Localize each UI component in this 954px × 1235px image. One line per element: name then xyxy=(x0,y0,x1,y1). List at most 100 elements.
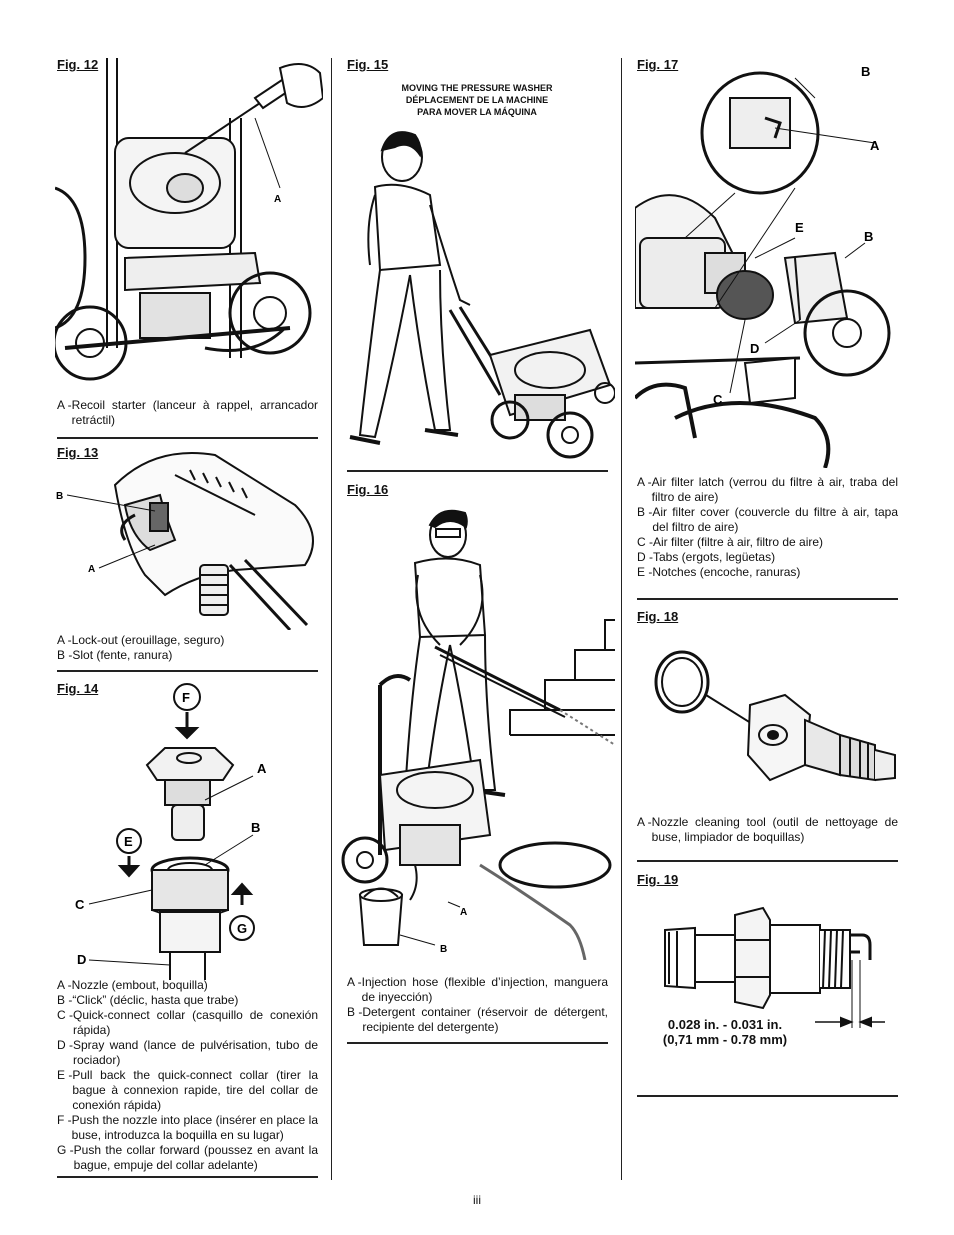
fig14-callout-a: A xyxy=(257,761,267,776)
legend-key: G - xyxy=(57,1143,74,1157)
legend-text: Tabs (ergots, legüetas) xyxy=(653,550,776,564)
legend-key: A - xyxy=(57,633,72,647)
legend-key: A - xyxy=(57,398,72,412)
fig16-title: Fig. 16 xyxy=(347,482,389,497)
fig13-callout-a: A xyxy=(88,564,95,575)
fig19-bottom-rule xyxy=(637,1095,898,1097)
fig19-measurement: 0.028 in. - 0.031 in. (0,71 mm - 0.78 mm… xyxy=(640,1017,810,1047)
fig14-legend-item-f: F - Push the nozzle into place (insérer … xyxy=(57,1113,318,1143)
fig12-bottom-rule xyxy=(57,437,318,439)
legend-key: A - xyxy=(57,978,72,992)
fig14-legend-item-e: E - Pull back the quick-connect collar (… xyxy=(57,1068,318,1113)
fig17-legend-item-b: B - Air filter cover (couvercle du filtr… xyxy=(637,505,898,535)
fig17-callout-b-top: B xyxy=(861,64,870,79)
fig17-bottom-rule xyxy=(637,598,898,600)
fig14-legend: A - Nozzle (embout, boquilla) B - “Click… xyxy=(57,978,318,1173)
fig14-legend-item-b: B - “Click” (déclic, hasta que trabe) xyxy=(57,993,318,1008)
fig18-legend: A - Nozzle cleaning tool (outil de netto… xyxy=(637,815,898,845)
fig13-callout-b: B xyxy=(56,491,63,502)
fig12-legend-item-a: A - Recoil starter (lanceur à rappel, ar… xyxy=(57,398,318,428)
fig15-caption-line-es: PARA MOVER LA MÁQUINA xyxy=(417,107,537,117)
legend-text: Spray wand (lance de pulvérisation, tubo… xyxy=(73,1038,318,1067)
fig17-callout-c: C xyxy=(713,392,723,407)
legend-key: A - xyxy=(347,975,362,989)
legend-key: B - xyxy=(57,993,73,1007)
fig14-nozzle-connect-illustration: F A B E C G D xyxy=(75,683,267,980)
fig17-callout-a: A xyxy=(870,138,880,153)
fig13-bottom-rule xyxy=(57,670,318,672)
fig17-callout-b-right: B xyxy=(864,229,873,244)
legend-text: Pull back the quick-connect collar (tire… xyxy=(72,1068,318,1112)
fig18-nozzle-cleaning-illustration xyxy=(654,650,896,782)
fig17-legend-item-d: D - Tabs (ergots, legüetas) xyxy=(637,550,898,565)
fig13-legend-item-a: A - Lock-out (erouillage, seguro) xyxy=(57,633,318,648)
legend-key: C - xyxy=(637,535,653,549)
legend-text: Air filter cover (couvercle du filtre à … xyxy=(652,505,898,534)
fig14-legend-item-d: D - Spray wand (lance de pulvérisation, … xyxy=(57,1038,318,1068)
legend-text: Quick-connect collar (casquillo de conex… xyxy=(73,1008,318,1037)
fig13-legend-item-b: B - Slot (fente, ranura) xyxy=(57,648,318,663)
fig14-title: Fig. 14 xyxy=(57,681,99,696)
fig16-legend: A - Injection hose (flexible d’injection… xyxy=(347,975,608,1035)
legend-text: Air filter latch (verrou du filtre à air… xyxy=(651,475,898,504)
fig15-caption-line-fr: DÉPLACEMENT DE LA MACHINE xyxy=(405,95,549,105)
legend-key: A - xyxy=(637,475,652,489)
fig14-legend-item-c: C - Quick-connect collar (casquillo de c… xyxy=(57,1008,318,1038)
fig15-title: Fig. 15 xyxy=(347,57,389,72)
legend-text: Detergent container (réservoir de déterg… xyxy=(362,1005,608,1034)
legend-key: D - xyxy=(57,1038,73,1052)
legend-text: Notches (encoche, ranuras) xyxy=(652,565,801,579)
fig13-lockout-illustration: B A xyxy=(56,452,314,630)
fig14-callout-d: D xyxy=(77,952,86,967)
fig17-callout-d: D xyxy=(750,341,759,356)
fig15-moving-washer-illustration xyxy=(349,131,615,459)
legend-key: A - xyxy=(637,815,652,829)
fig15-caption-line-en: MOVING THE PRESSURE WASHER xyxy=(401,83,553,93)
legend-text: Push the collar forward (poussez en avan… xyxy=(73,1143,318,1172)
fig15-caption: MOVING THE PRESSURE WASHER DÉPLACEMENT D… xyxy=(347,82,607,118)
legend-key: D - xyxy=(637,550,653,564)
fig17-legend-item-e: E - Notches (encoche, ranuras) xyxy=(637,565,898,580)
legend-text: Nozzle cleaning tool (outil de nettoyage… xyxy=(651,815,898,844)
fig12-legend: A - Recoil starter (lanceur à rappel, ar… xyxy=(57,398,318,428)
legend-text: Air filter (filtre à air, filtro de aire… xyxy=(653,535,824,549)
fig16-detergent-illustration: A B xyxy=(341,509,615,960)
legend-text: Injection hose (flexible d’injection, ma… xyxy=(361,975,608,1004)
fig18-title: Fig. 18 xyxy=(637,609,679,624)
legend-text: Slot (fente, ranura) xyxy=(72,648,173,662)
fig16-legend-item-b: B - Detergent container (réservoir de dé… xyxy=(347,1005,608,1035)
fig19-title: Fig. 19 xyxy=(637,872,679,887)
fig19-spark-plug-gap-illustration xyxy=(664,906,885,1028)
fig17-air-filter-illustration: B A E B D C xyxy=(635,64,891,468)
fig17-title: Fig. 17 xyxy=(637,57,679,72)
fig12-recoil-starter-illustration: A xyxy=(55,58,323,381)
fig13-legend: A - Lock-out (erouillage, seguro) B - Sl… xyxy=(57,633,318,663)
column-divider-left xyxy=(331,58,332,1180)
fig14-callout-e: E xyxy=(124,834,133,849)
fig19-measurement-mm: (0,71 mm - 0.78 mm) xyxy=(662,1032,788,1047)
fig14-legend-item-a: A - Nozzle (embout, boquilla) xyxy=(57,978,318,993)
fig19-measurement-in: 0.028 in. - 0.031 in. xyxy=(667,1017,783,1032)
fig16-callout-b: B xyxy=(440,944,447,955)
fig17-legend: A - Air filter latch (verrou du filtre à… xyxy=(637,475,898,580)
legend-key: E - xyxy=(637,565,653,579)
page-number: iii xyxy=(473,1193,481,1207)
legend-text: Lock-out (erouillage, seguro) xyxy=(71,633,225,647)
fig12-title: Fig. 12 xyxy=(57,57,99,72)
legend-key: F - xyxy=(57,1113,72,1127)
fig14-legend-item-g: G - Push the collar forward (poussez en … xyxy=(57,1143,318,1173)
fig13-title: Fig. 13 xyxy=(57,445,99,460)
fig18-bottom-rule xyxy=(637,860,898,862)
legend-text: Nozzle (embout, boquilla) xyxy=(71,978,208,992)
legend-key: B - xyxy=(57,648,73,662)
legend-text: “Click” (déclic, hasta que trabe) xyxy=(72,993,239,1007)
fig16-legend-item-a: A - Injection hose (flexible d’injection… xyxy=(347,975,608,1005)
fig14-callout-f: F xyxy=(182,690,190,705)
fig17-legend-item-a: A - Air filter latch (verrou du filtre à… xyxy=(637,475,898,505)
fig18-legend-item-a: A - Nozzle cleaning tool (outil de netto… xyxy=(637,815,898,845)
fig17-legend-item-c: C - Air filter (filtre à air, filtro de … xyxy=(637,535,898,550)
legend-key: B - xyxy=(637,505,653,519)
fig12-callout-a: A xyxy=(274,194,281,205)
fig15-bottom-rule xyxy=(347,470,608,472)
fig16-bottom-rule xyxy=(347,1042,608,1044)
